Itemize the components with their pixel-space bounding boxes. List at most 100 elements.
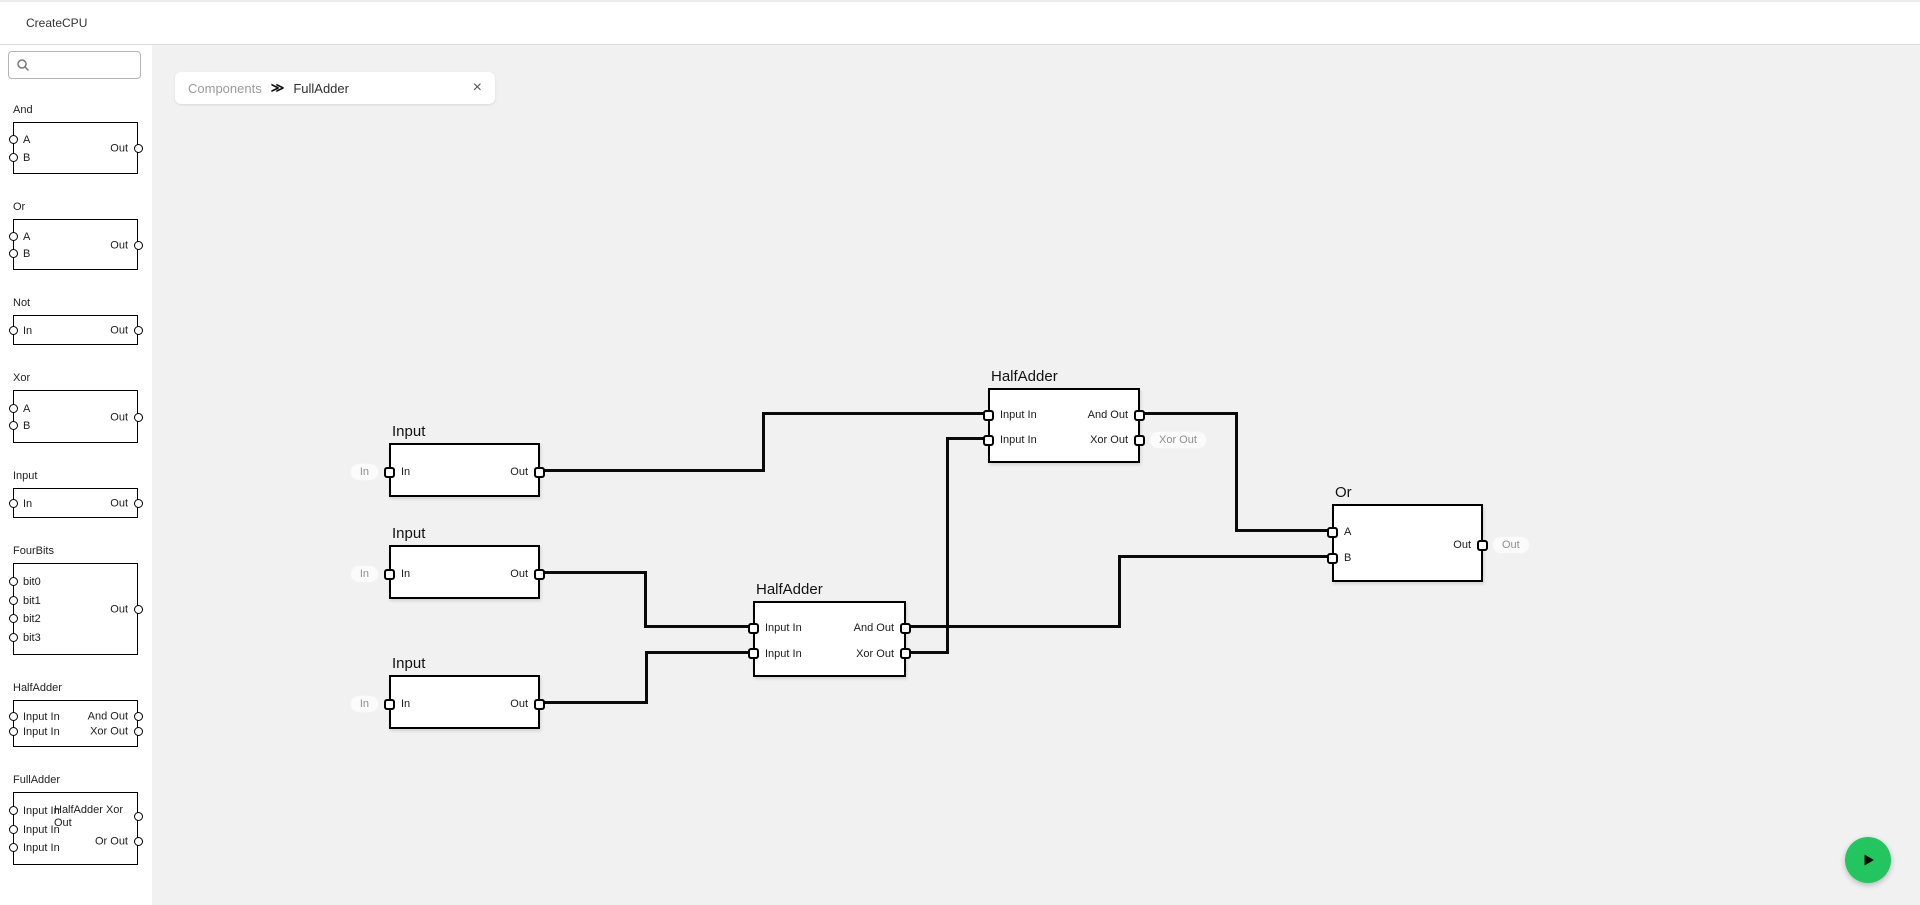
input-port[interactable] xyxy=(8,153,18,162)
node-input-port[interactable] xyxy=(748,648,759,659)
input-port[interactable] xyxy=(8,596,18,605)
port-label: Out xyxy=(110,603,128,616)
output-port[interactable] xyxy=(133,837,143,846)
run-button[interactable] xyxy=(1845,837,1891,883)
port-label: bit3 xyxy=(23,632,41,644)
input-port[interactable] xyxy=(8,232,18,241)
port-label: Xor Out xyxy=(90,725,128,738)
node-port-label: A xyxy=(1344,526,1352,538)
output-port[interactable] xyxy=(133,812,143,821)
node-input-port[interactable] xyxy=(384,569,395,580)
node-output-port[interactable] xyxy=(900,623,911,634)
node-title: Input xyxy=(392,655,426,672)
input-port[interactable] xyxy=(8,806,18,815)
port-label: HalfAdder Xor Out xyxy=(54,804,124,829)
node-title: Input xyxy=(392,423,426,440)
node-output-port[interactable] xyxy=(534,467,545,478)
output-port[interactable] xyxy=(133,326,143,335)
input-port[interactable] xyxy=(8,249,18,258)
external-input-label: In xyxy=(350,566,378,582)
port-label: A xyxy=(23,134,31,146)
node-input-port[interactable] xyxy=(983,435,994,446)
node-output-port[interactable] xyxy=(534,699,545,710)
external-output-label: Out xyxy=(1493,537,1529,553)
node-input-port[interactable] xyxy=(1327,527,1338,538)
node-output-port[interactable] xyxy=(534,569,545,580)
port-label: B xyxy=(23,248,31,260)
node-port-label: In xyxy=(401,698,411,710)
output-port[interactable] xyxy=(133,727,143,736)
input-port[interactable] xyxy=(8,633,18,642)
breadcrumb-tab[interactable]: Components ≫ FullAdder × xyxy=(175,72,495,104)
input-port[interactable] xyxy=(8,825,18,834)
input-port[interactable] xyxy=(8,843,18,852)
node-port-label: In xyxy=(401,466,411,478)
palette-item-title: And xyxy=(13,104,33,116)
input-port[interactable] xyxy=(8,404,18,413)
node-input-port[interactable] xyxy=(384,699,395,710)
node-output-port[interactable] xyxy=(1134,435,1145,446)
node-port-label: In xyxy=(401,568,411,580)
output-port[interactable] xyxy=(133,605,143,614)
node-port-label: And Out xyxy=(853,622,894,634)
component-search-box[interactable] xyxy=(8,51,141,79)
input-port[interactable] xyxy=(8,712,18,721)
node-port-label: Input In xyxy=(1000,409,1037,421)
node-port-label: Input In xyxy=(1000,434,1037,446)
output-port[interactable] xyxy=(133,241,143,250)
input-port[interactable] xyxy=(8,499,18,508)
port-label: Or Out xyxy=(94,835,128,848)
topbar: CreateCPU xyxy=(0,0,1920,45)
search-input[interactable] xyxy=(30,57,140,73)
input-port[interactable] xyxy=(8,577,18,586)
output-port[interactable] xyxy=(133,144,143,153)
node-output-port[interactable] xyxy=(900,648,911,659)
output-port[interactable] xyxy=(133,413,143,422)
tab-close-icon[interactable]: × xyxy=(472,79,482,96)
input-port[interactable] xyxy=(8,135,18,144)
node-input-port[interactable] xyxy=(748,623,759,634)
breadcrumb-root[interactable]: Components xyxy=(188,80,262,96)
palette-item-title: FullAdder xyxy=(13,774,61,786)
node-title: HalfAdder xyxy=(756,581,823,598)
input-port[interactable] xyxy=(8,421,18,430)
node-input-port[interactable] xyxy=(1327,553,1338,564)
output-port[interactable] xyxy=(133,499,143,508)
node-input-port[interactable] xyxy=(384,467,395,478)
node-input-port[interactable] xyxy=(983,410,994,421)
node-title: Or xyxy=(1335,484,1352,501)
port-label: Input In xyxy=(23,711,60,723)
node-port-label: And Out xyxy=(1087,409,1128,421)
input-port[interactable] xyxy=(8,614,18,623)
node-output-port[interactable] xyxy=(1134,410,1145,421)
input-port[interactable] xyxy=(8,727,18,736)
app-title: CreateCPU xyxy=(26,16,88,30)
output-port[interactable] xyxy=(133,712,143,721)
node-title: Input xyxy=(392,525,426,542)
node-port-label: Xor Out xyxy=(856,648,894,660)
node-output-port[interactable] xyxy=(1477,540,1488,551)
input-port[interactable] xyxy=(8,326,18,335)
node-port-label: Input In xyxy=(765,622,802,634)
port-label: Input In xyxy=(23,842,60,854)
play-icon xyxy=(1864,854,1874,866)
search-icon xyxy=(17,59,30,72)
